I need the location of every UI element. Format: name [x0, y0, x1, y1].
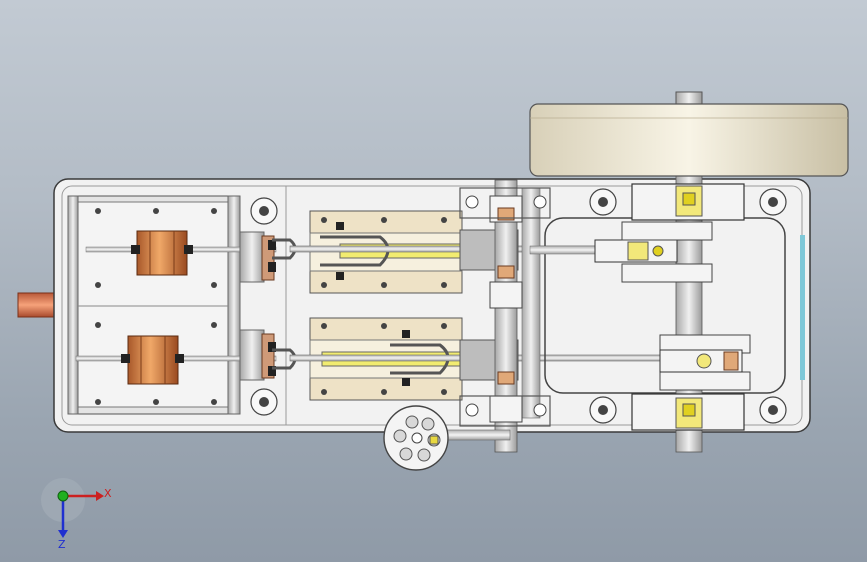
main-bearing-upper[interactable] — [631, 183, 745, 221]
axis-triad-icon — [41, 478, 104, 538]
flywheel[interactable] — [529, 91, 849, 177]
hand-wheel[interactable] — [383, 405, 511, 471]
piston-upper[interactable] — [131, 230, 193, 276]
axis-x-label: X — [104, 487, 112, 500]
main-bearing-lower[interactable] — [631, 393, 745, 431]
axis-z-label: Z — [58, 538, 66, 551]
piston-lower[interactable] — [121, 335, 184, 385]
